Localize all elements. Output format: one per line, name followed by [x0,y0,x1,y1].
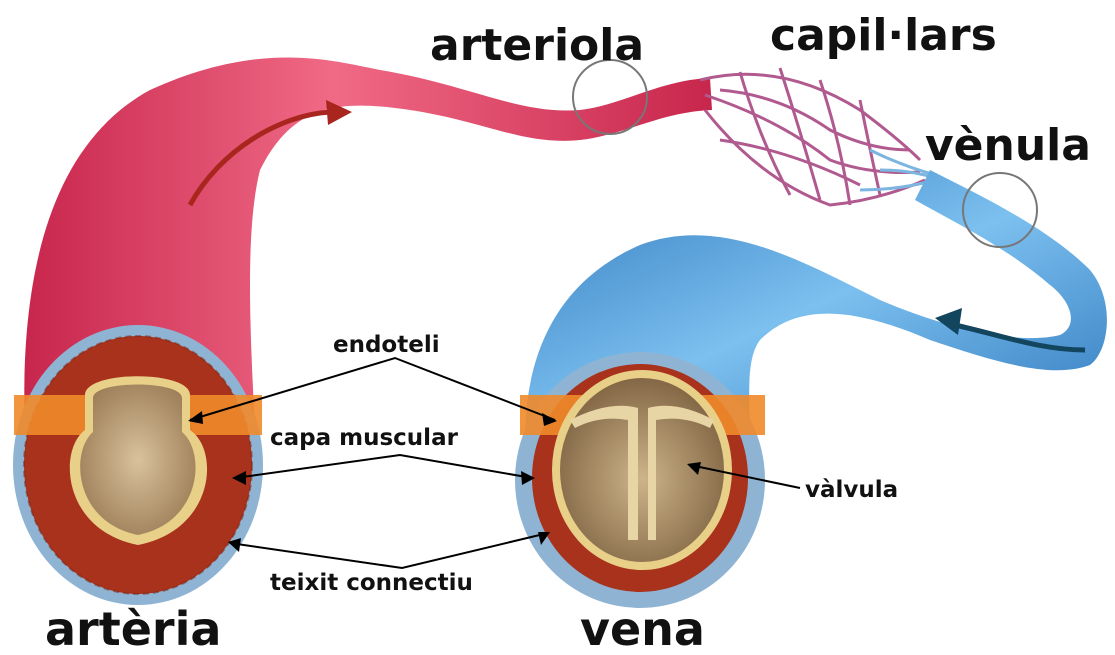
vein-cross-section [515,352,765,608]
capillary-network [700,68,925,205]
label-valve: vàlvula [805,477,898,503]
vein-lumen [560,378,724,562]
artery-cross-section [13,325,263,605]
label-capillaries: capil·lars [770,10,997,61]
label-endothelium: endoteli [333,332,440,358]
label-artery: artèria [45,602,221,655]
label-arteriole: arteriola [430,20,644,71]
label-vein: vena [580,602,705,655]
label-venule: vènula [925,120,1091,171]
artery-lumen [80,385,195,536]
label-connective-tissue: teixit connectiu [270,570,473,596]
label-muscle-layer: capa muscular [270,425,459,451]
